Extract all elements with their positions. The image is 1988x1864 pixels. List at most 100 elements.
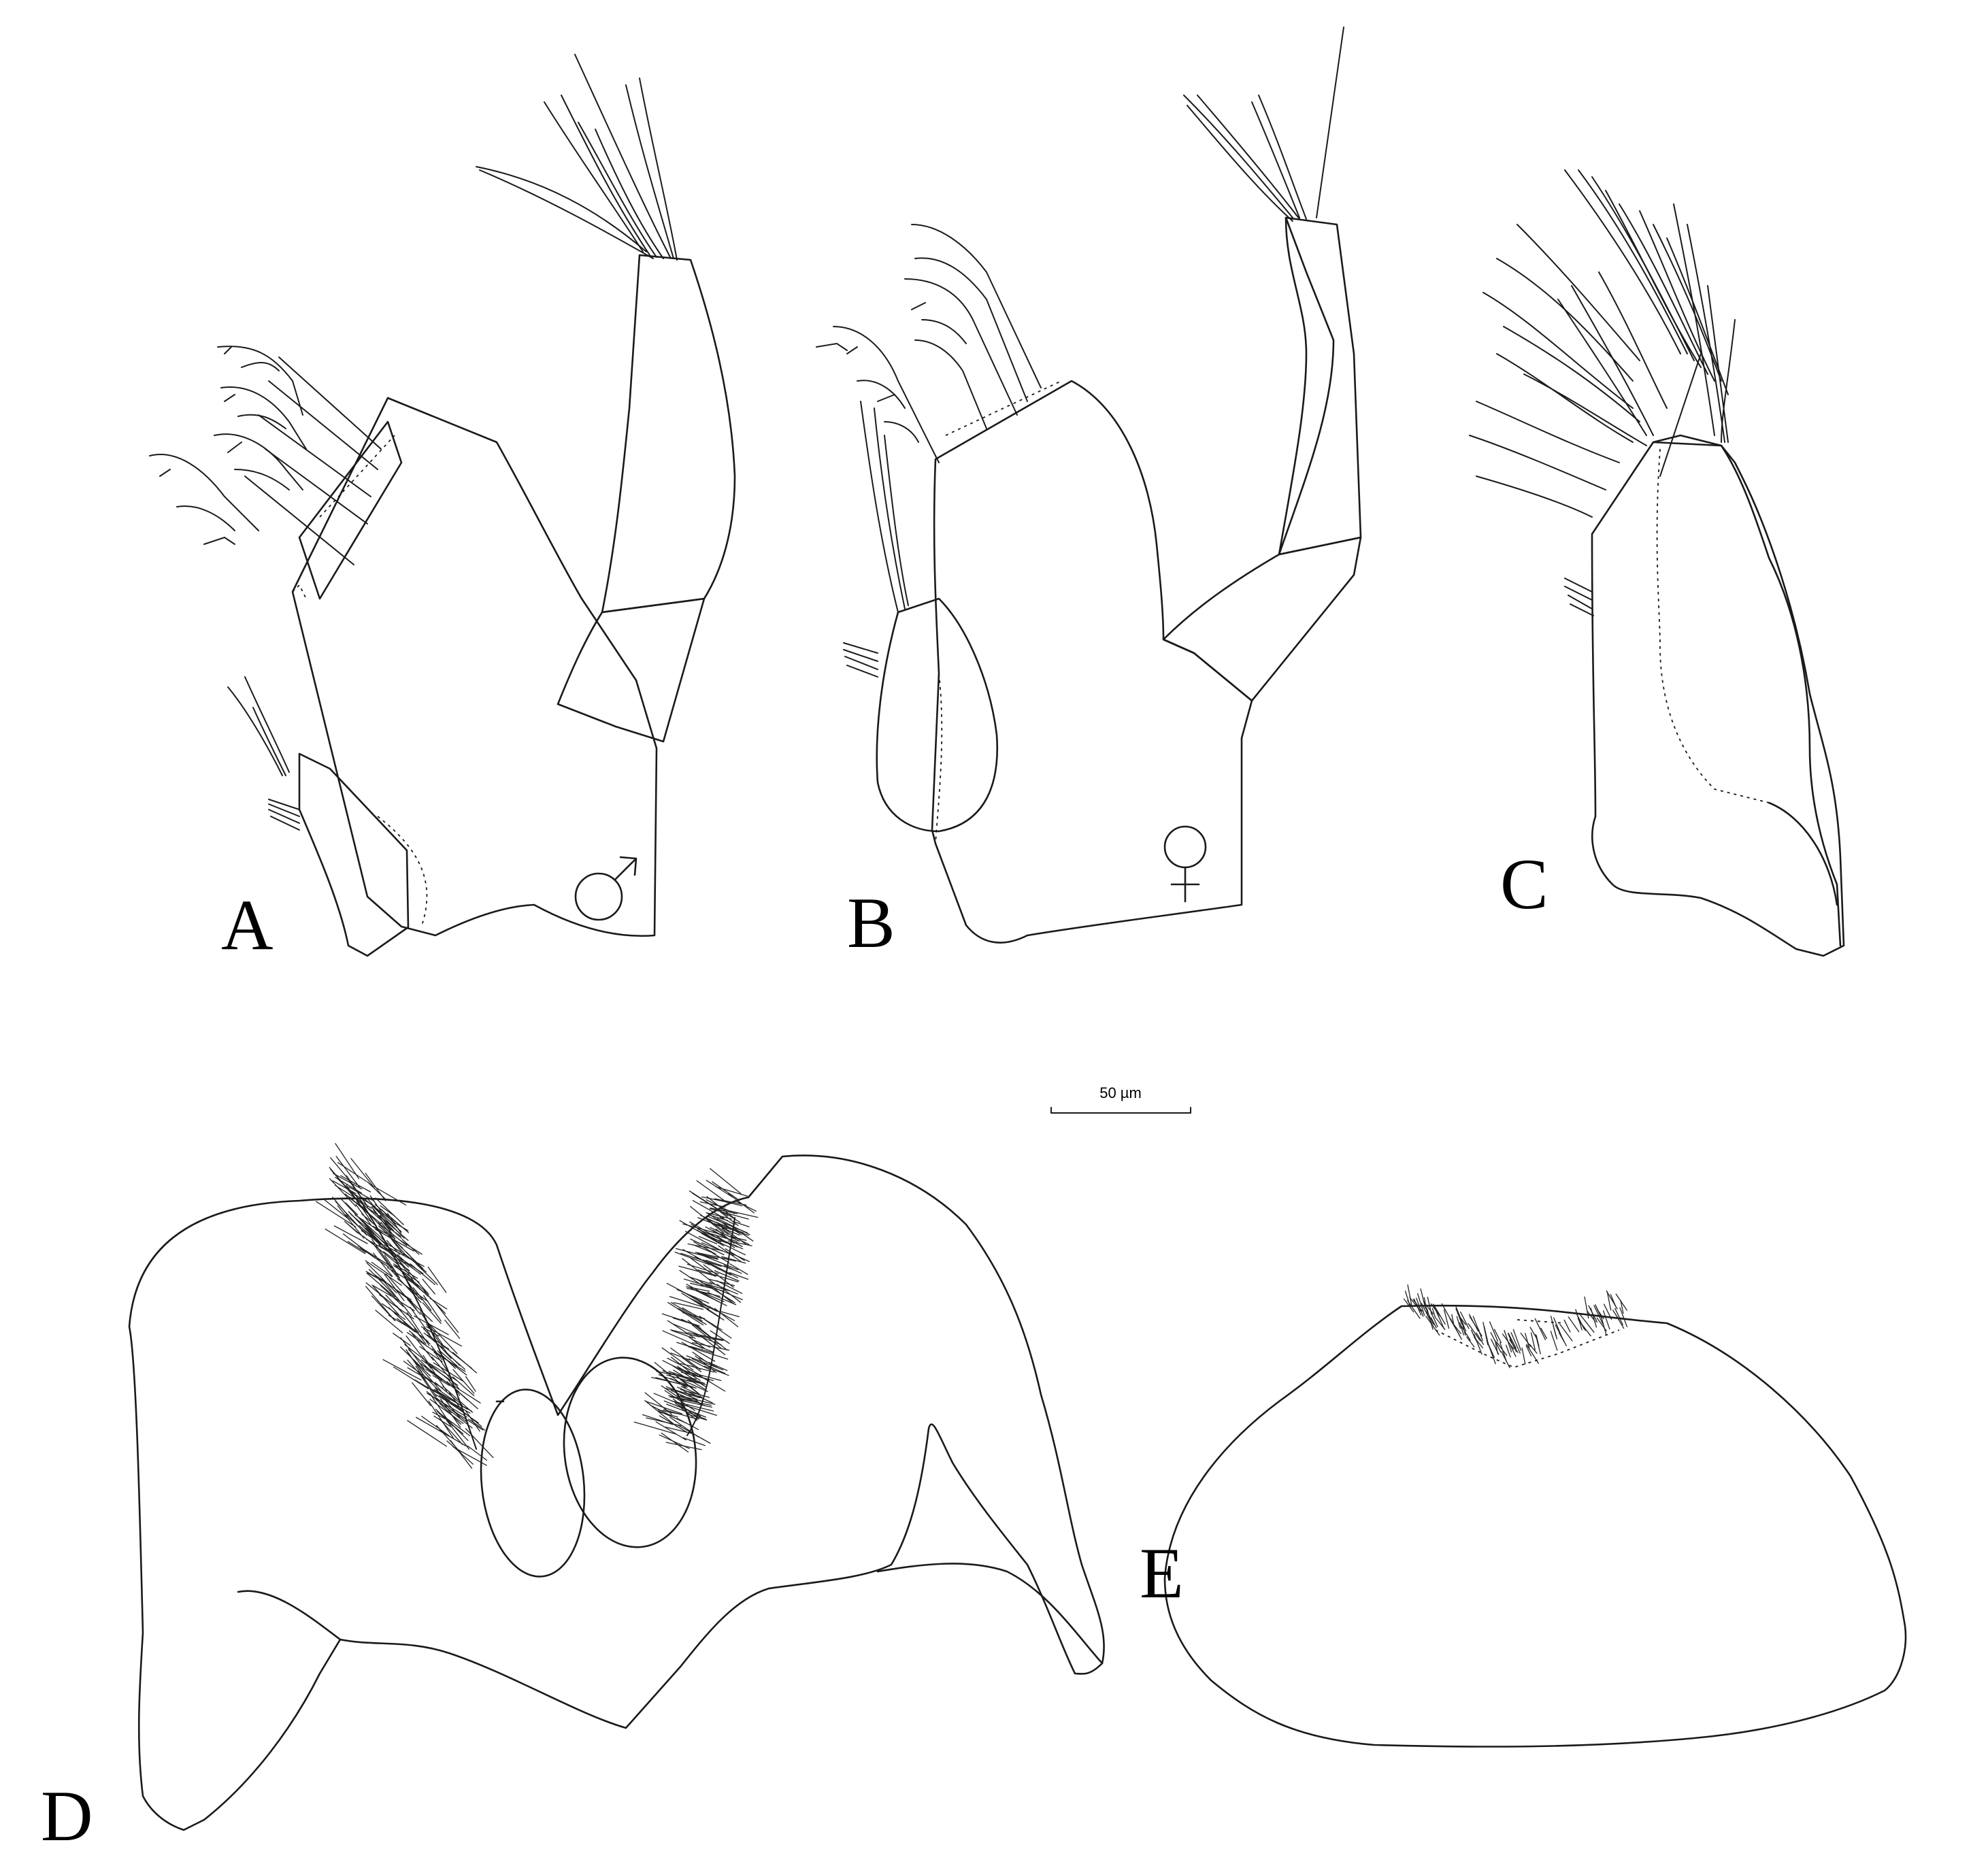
seta-hair [686,1379,706,1386]
seta-hair [1617,1316,1625,1329]
seta-hair [380,1205,395,1217]
seta-hair [421,1416,450,1437]
seta-hair [729,1263,748,1275]
seta-hair [1433,1305,1440,1319]
seta-hair [372,1285,399,1316]
seta-hair [633,1421,677,1435]
seta-hair [1597,1309,1604,1320]
seta-hair [465,1376,476,1392]
seta-hair [1509,1339,1519,1353]
seta-hair [703,1259,739,1278]
seta-hair [1432,1303,1446,1325]
seta-hair [1451,1314,1455,1326]
seta-hair [333,1173,363,1190]
seta-hair [1526,1344,1539,1364]
seta-hair [662,1370,703,1384]
seta-hair [371,1261,393,1278]
seta-hair [1529,1344,1538,1354]
seta-hair [721,1228,737,1240]
seta-hair [671,1330,693,1339]
seta-hair [333,1225,368,1244]
seta-hair [673,1302,704,1310]
seta-hair [714,1270,740,1282]
seta-hair [689,1346,714,1354]
seta-hair [719,1216,735,1226]
seta-hair [1615,1293,1627,1311]
seta-hair [689,1191,723,1212]
seta-hair [706,1259,735,1271]
seta-hair [366,1262,397,1294]
seta-hair [666,1403,707,1420]
seta-hair [393,1333,411,1346]
seta-hair [729,1252,750,1263]
seta-hair [1529,1327,1538,1339]
seta-hair [665,1442,702,1450]
seta-hair [1476,1332,1485,1345]
seta-hair [1460,1325,1471,1341]
seta-hair [674,1251,710,1265]
seta-hair [697,1253,739,1271]
seta-hair [698,1235,718,1245]
seta-hair [384,1274,405,1301]
seta-hair [332,1180,357,1195]
seta-hair [1407,1284,1412,1307]
seta-hair [1456,1316,1461,1329]
seta-hair [369,1195,384,1215]
seta-hair [1478,1329,1483,1342]
seta-hair [414,1315,449,1335]
seta-hair [404,1284,429,1302]
seta-hair [394,1297,415,1312]
seta-hair [708,1278,735,1286]
seta-hair [438,1342,473,1369]
seta-hair [653,1393,683,1406]
seta-hair [684,1231,723,1252]
seta-hair [719,1310,740,1318]
seta-hair [383,1244,425,1267]
seta-hair [1489,1321,1499,1342]
seta-hair [439,1418,463,1446]
seta-hair [414,1328,427,1345]
seta-hair [453,1385,481,1403]
seta-hair [666,1282,703,1303]
seta-hair [380,1216,409,1242]
seta-hair [716,1280,743,1294]
seta-hair [655,1421,686,1441]
seta-hair [329,1178,357,1207]
seta-hair [688,1336,705,1349]
male-symbol-arrow [614,856,637,880]
seta-hair [1508,1333,1517,1349]
seta-hair [450,1422,469,1442]
seta-hair [691,1343,714,1353]
seta-hair [1460,1311,1470,1329]
seta-hair [437,1411,471,1437]
seta-hair [708,1219,729,1235]
seta-hair [683,1278,724,1292]
seta-hair [450,1409,484,1431]
female-symbol-cross [1170,866,1200,903]
seta-hair [1534,1318,1546,1341]
seta-hair [397,1259,429,1294]
seta-hair [691,1324,722,1349]
seta-hair [699,1201,726,1208]
seta-hair [712,1181,740,1201]
seta-hair [644,1392,673,1415]
seta-hair [362,1235,399,1266]
seta-hair [468,1418,486,1431]
seta-hair [697,1217,728,1230]
seta-hair [442,1386,474,1413]
seta-hair [427,1334,450,1350]
seta-hair [686,1355,724,1371]
seta-hair [407,1420,448,1447]
seta-hair [1553,1317,1562,1337]
seta-hair [1483,1326,1489,1347]
seta-hair [696,1180,728,1203]
seta-hair [423,1295,442,1322]
seta-hair [407,1299,421,1315]
seta-hair [368,1183,407,1205]
seta-hair [642,1414,674,1425]
seta-hair [703,1233,721,1242]
seta-hair [725,1212,741,1223]
seta-hair [427,1393,467,1418]
panel-c-drawing [1469,169,1845,957]
